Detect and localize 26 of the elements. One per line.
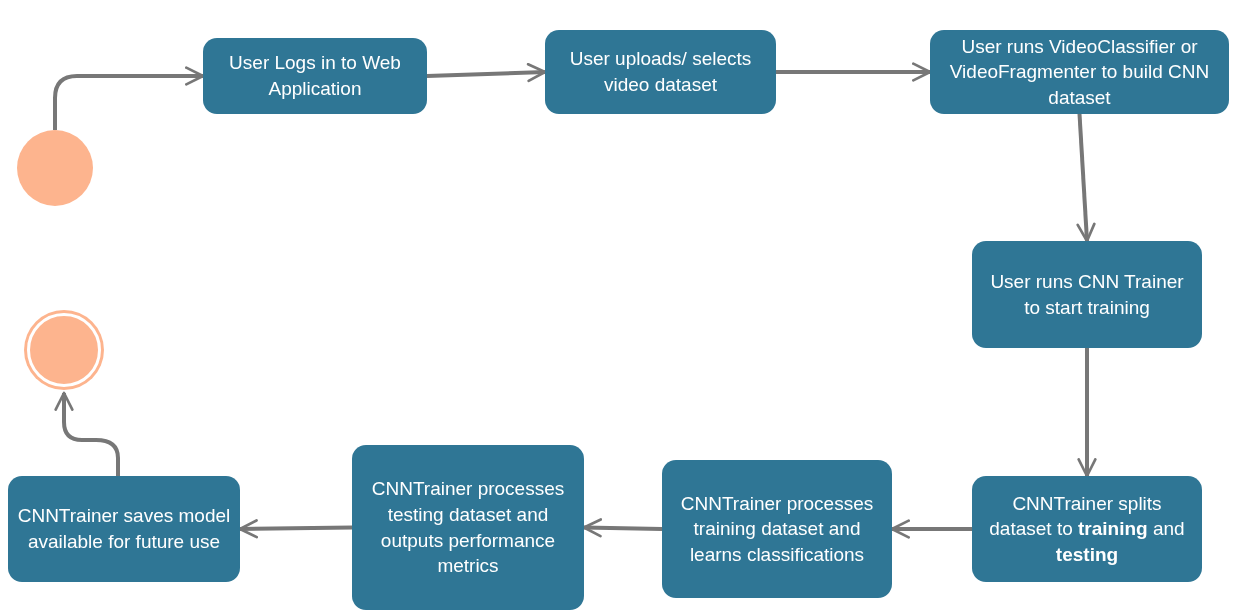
arrow xyxy=(890,519,972,539)
arrow xyxy=(426,62,547,83)
process-box xyxy=(8,476,240,582)
step-text: User runs VideoClassifier or VideoFragmenter to build CNN dataset xyxy=(948,34,1211,110)
process-box xyxy=(203,38,427,114)
step-text: User runs CNN Trainer to start training xyxy=(989,269,1185,320)
arrow xyxy=(1076,113,1096,243)
arrow xyxy=(776,62,932,82)
step-text: CNNTrainer processes training dataset and learns classifications xyxy=(679,491,875,567)
step-text: CNNTrainer splits dataset to training and testing xyxy=(988,491,1186,567)
end-node-circle xyxy=(27,313,101,387)
step-text: CNNTrainer saves model available for future use xyxy=(16,504,232,554)
arrow xyxy=(53,66,205,130)
step-text: User Logs in to Web Application xyxy=(228,51,402,101)
arrow xyxy=(1077,348,1097,478)
process-box xyxy=(972,241,1202,348)
step-text: User uploads/ selects video dataset xyxy=(568,47,753,97)
process-box xyxy=(352,445,584,610)
process-box xyxy=(545,30,776,114)
arrow xyxy=(54,391,120,476)
process-box xyxy=(662,460,892,598)
step-text: CNNTrainer processes testing dataset and outputs performance metrics xyxy=(370,477,566,579)
arrow xyxy=(238,519,353,539)
process-box xyxy=(972,476,1202,582)
arrow xyxy=(582,518,663,538)
process-box xyxy=(930,30,1229,114)
